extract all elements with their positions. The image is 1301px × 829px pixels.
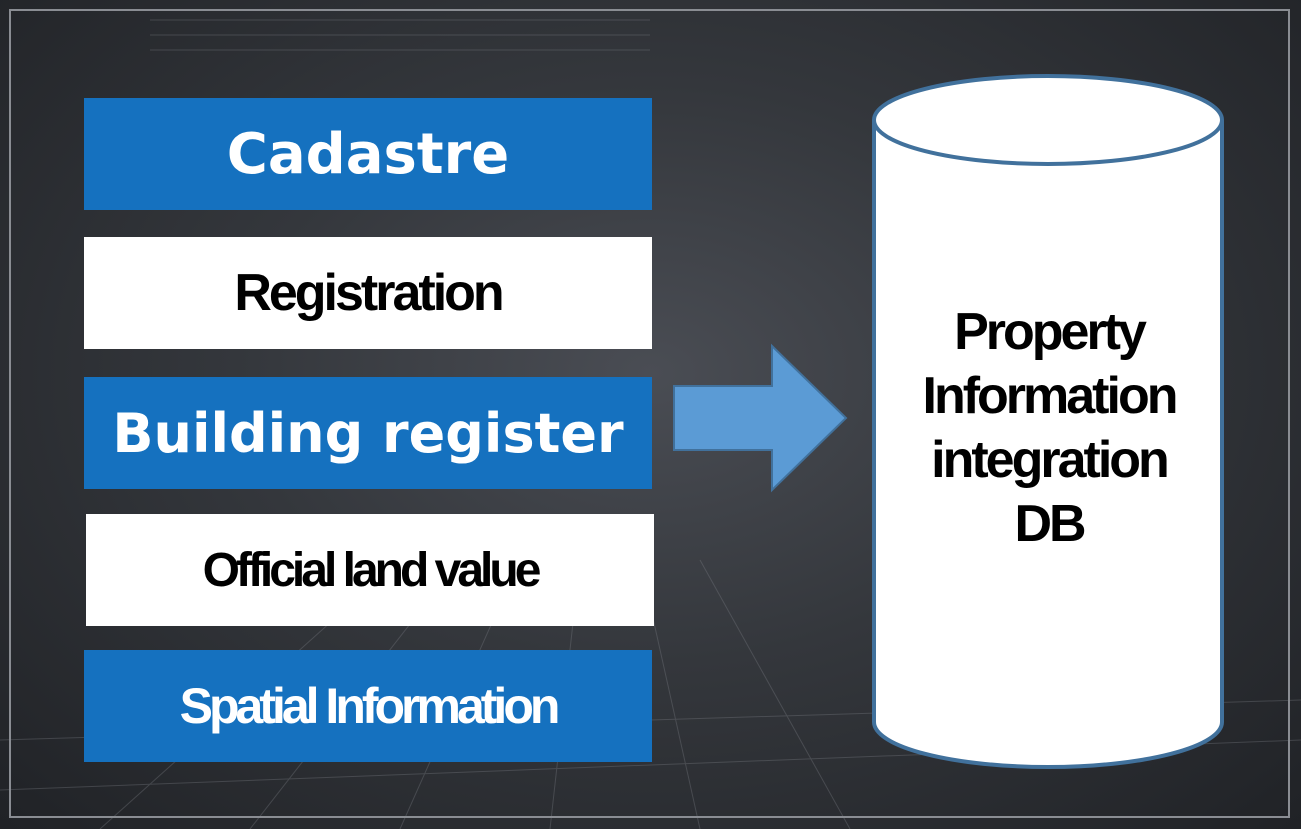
source-box-registration: Registration xyxy=(84,237,652,349)
database-label-line: Information xyxy=(922,367,1179,425)
source-box-building-register: Building register xyxy=(84,377,652,489)
database-label-line: Property xyxy=(954,303,1147,361)
source-box-cadastre: Cadastre xyxy=(84,98,652,210)
slide-frame xyxy=(9,9,1290,818)
right-arrow-icon xyxy=(673,343,848,493)
database-label-line: DB xyxy=(1014,495,1086,553)
source-label: Cadastre xyxy=(226,121,510,187)
source-label: Registration xyxy=(234,264,504,322)
source-label: Official land value xyxy=(202,543,542,597)
source-box-spatial-information: Spatial Information xyxy=(84,650,652,762)
database-label-line: integration xyxy=(931,431,1170,489)
source-label: Building register xyxy=(112,401,624,465)
source-label: Spatial Information xyxy=(179,678,561,734)
database-cylinder-icon xyxy=(872,74,1224,769)
database-label: Property Information integration DB xyxy=(880,300,1218,556)
source-box-official-land-value: Official land value xyxy=(86,514,654,626)
